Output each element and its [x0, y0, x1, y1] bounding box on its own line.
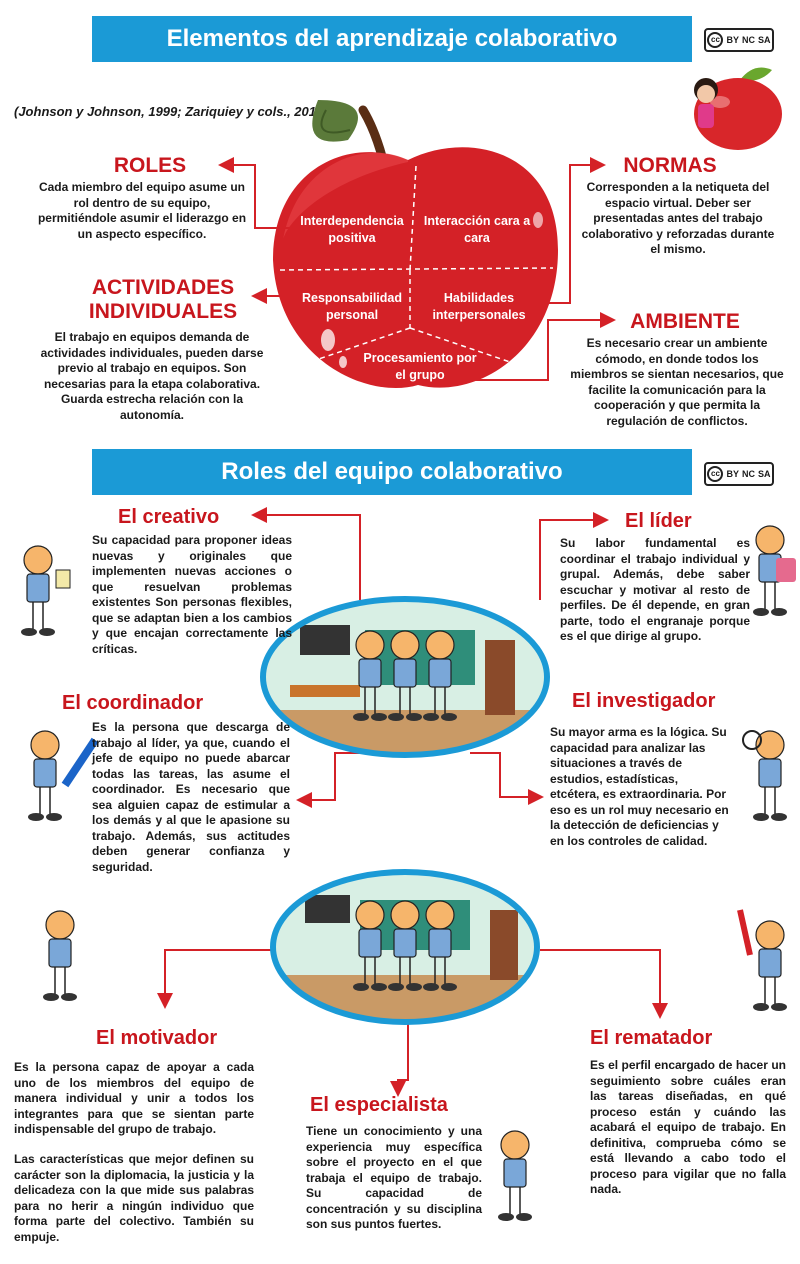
- especialista-text: Tiene un conocimiento y una experiencia …: [306, 1124, 482, 1231]
- section2-title: Roles del equipo colaborativo: [221, 458, 563, 485]
- especialista-heading: El especialista: [310, 1094, 448, 1116]
- actividades-text: El trabajo en equipos demanda de activid…: [40, 330, 264, 422]
- normas-heading: NORMAS: [623, 154, 717, 177]
- segment-responsabilidad: Responsabilidad personal: [301, 291, 403, 322]
- sa-icon: SA: [758, 469, 771, 479]
- roles-heading: ROLES: [113, 154, 187, 177]
- segment-interaccion: Interacción cara a cara: [423, 214, 531, 245]
- segment-interdependencia: Interdependencia positiva: [300, 214, 404, 245]
- segment-procesamiento: Procesamiento por el grupo: [363, 351, 477, 382]
- investigador-text: Su mayor arma es la lógica. Su capacidad…: [550, 725, 729, 848]
- normas-text: Corresponden a la netiqueta del espacio …: [581, 180, 775, 256]
- creativo-heading: El creativo: [118, 506, 220, 528]
- motivador-text-1: Es la persona capaz de apoyar a cada uno…: [14, 1060, 254, 1136]
- cc-license-badge-1: cc BY NC SA: [704, 28, 774, 52]
- cc-license-badge-2: cc BY NC SA: [704, 462, 774, 486]
- cc-icon: cc: [707, 32, 724, 48]
- coordinador-heading: El coordinador: [62, 692, 204, 714]
- coordinador-text: Es la persona que descarga de trabajo al…: [92, 720, 290, 874]
- nc-icon: NC: [742, 469, 755, 479]
- sa-icon: SA: [758, 35, 771, 45]
- motivador-text-2: Las características que mejor definen su…: [14, 1152, 254, 1244]
- investigador-heading: El investigador: [572, 690, 716, 712]
- ambiente-heading: AMBIENTE: [630, 310, 740, 333]
- ambiente-text: Es necesario crear un ambiente cómodo, e…: [570, 336, 784, 428]
- section1-banner: Elementos del aprendizaje colaborativo: [92, 16, 692, 62]
- apple-illustration: [263, 100, 558, 389]
- motivador-heading: El motivador: [96, 1027, 218, 1049]
- nc-icon: NC: [742, 35, 755, 45]
- section1-title: Elementos del aprendizaje colaborativo: [166, 25, 618, 52]
- roles-text: Cada miembro del equipo asume un rol den…: [37, 180, 247, 241]
- by-icon: BY: [726, 35, 739, 45]
- segment-habilidades: Habilidades interpersonales: [432, 291, 526, 322]
- cc-icon: cc: [707, 466, 724, 482]
- lider-heading: El líder: [625, 510, 692, 532]
- avatar-apple-illustration: [694, 67, 782, 150]
- by-icon: BY: [726, 469, 739, 479]
- creativo-text: Su capacidad para proponer ideas nuevas …: [92, 533, 292, 656]
- actividades-heading: ACTIVIDADES INDIVIDUALES: [88, 276, 238, 323]
- rematador-text: Es el perfil encargado de hacer un segui…: [590, 1058, 786, 1196]
- roles-diagram: [20, 507, 796, 1222]
- lider-text: Su labor fundamental es coordinar el tra…: [560, 536, 750, 643]
- section2-banner: Roles del equipo colaborativo: [92, 449, 692, 495]
- citation: (Johnson y Johnson, 1999; Zariquiey y co…: [14, 104, 327, 119]
- rematador-heading: El rematador: [590, 1027, 713, 1049]
- section1-connectors: [218, 157, 616, 381]
